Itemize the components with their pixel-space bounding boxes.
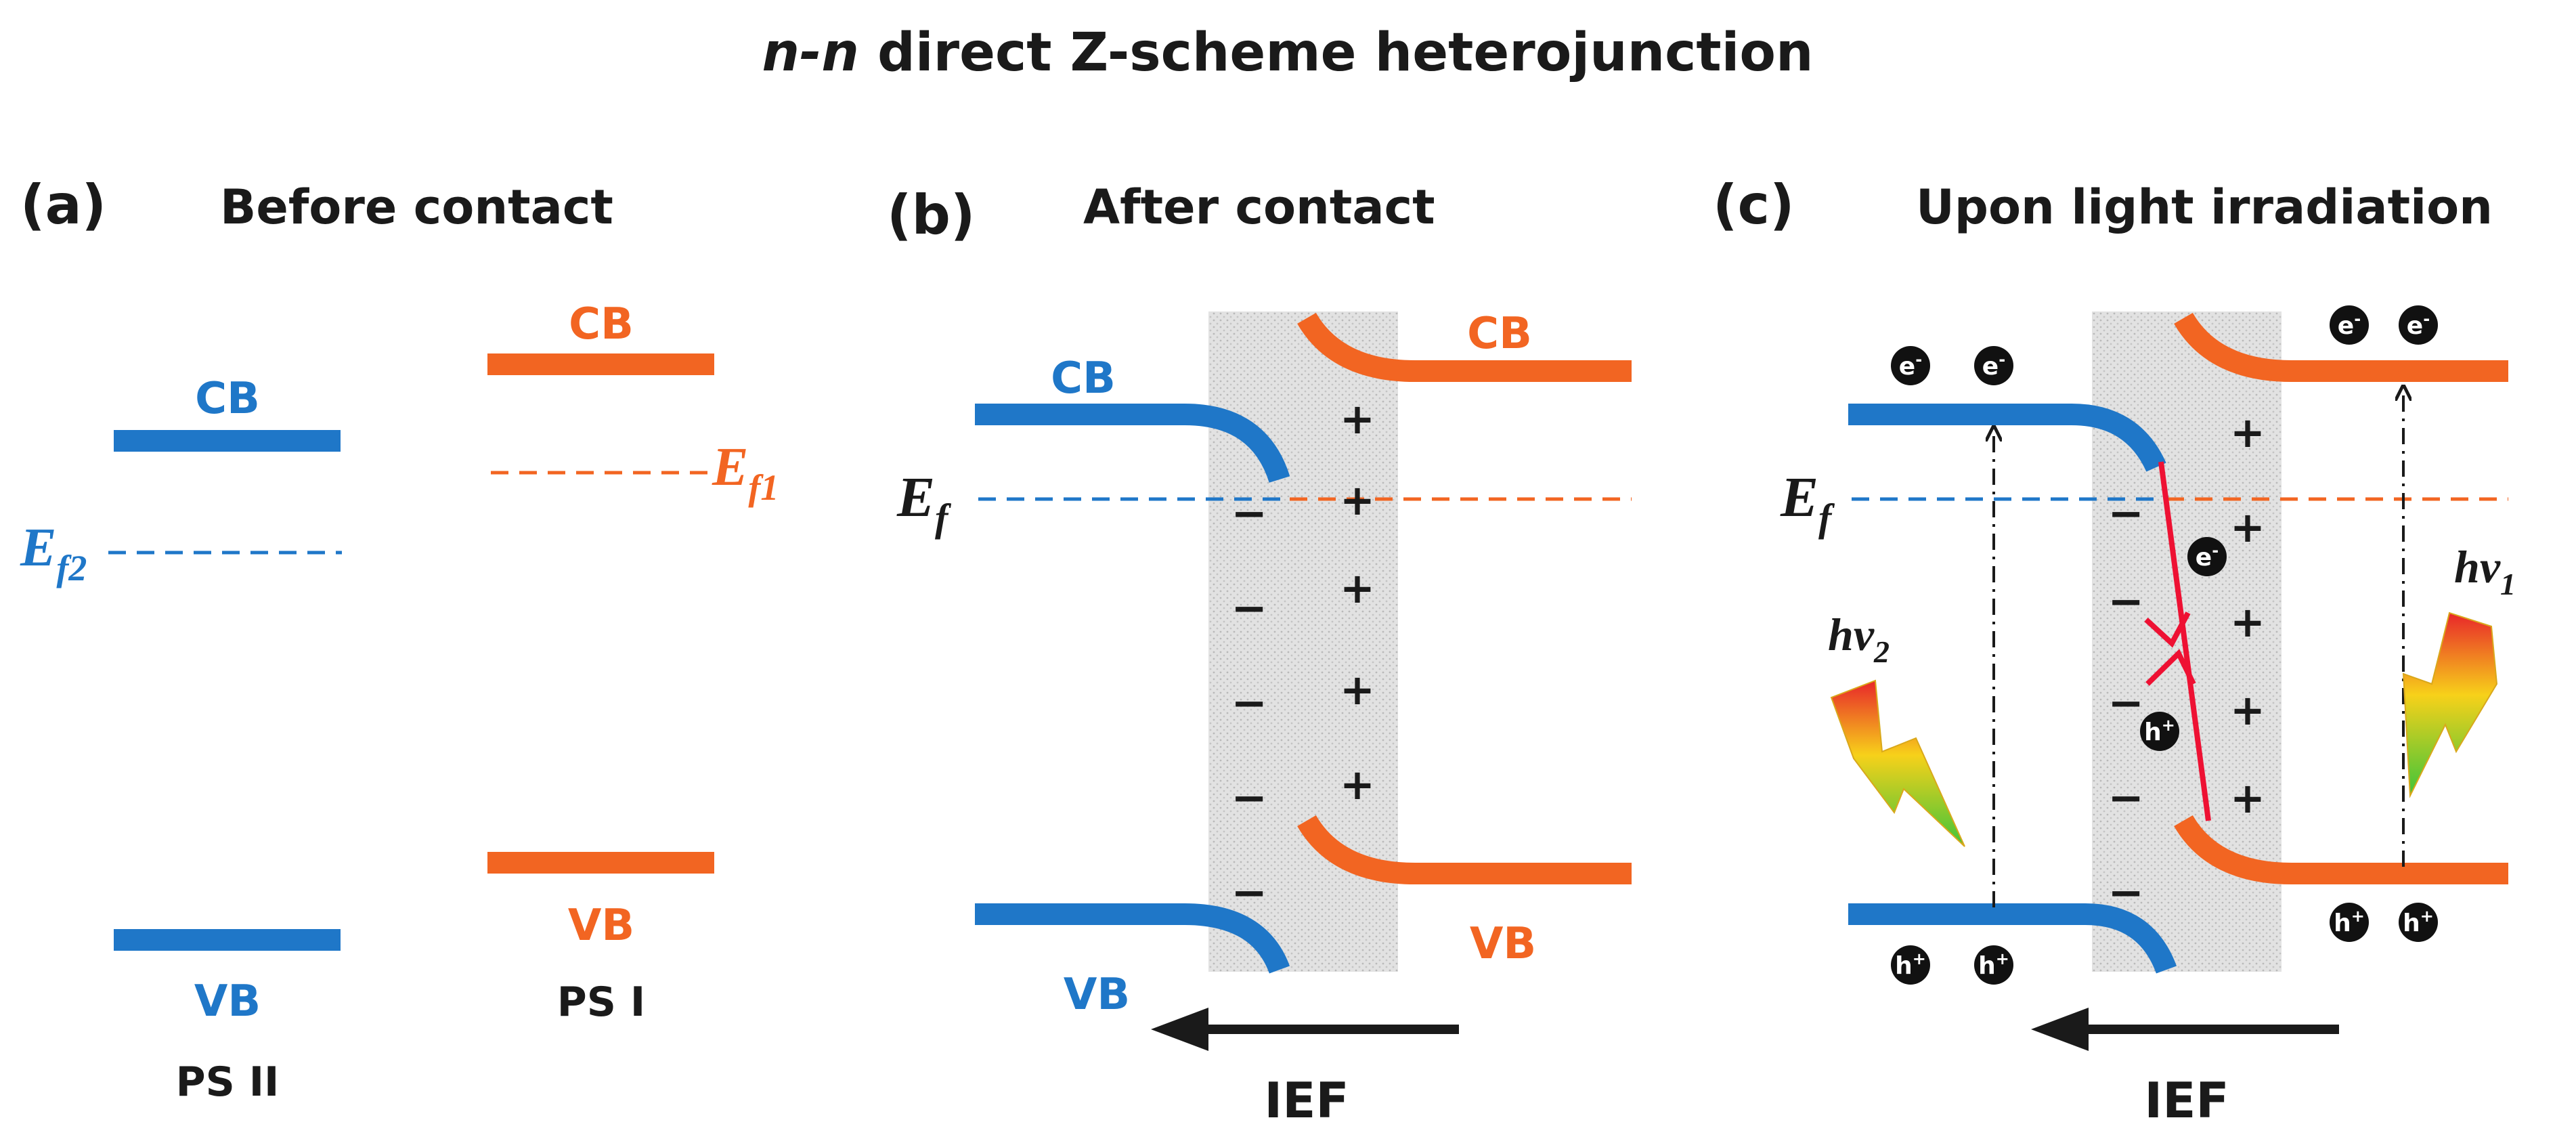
minus-charge: −	[1231, 584, 1267, 634]
plus-charge: +	[2230, 502, 2265, 552]
recombination-arrowhead	[2145, 649, 2196, 686]
svg-text:h+: h+	[1978, 949, 2009, 980]
recombination-arrowhead	[2144, 611, 2191, 648]
ps1-name-label: PS I	[557, 979, 645, 1026]
recombination-path	[2158, 461, 2211, 821]
title-italic: n-n	[762, 22, 858, 83]
svg-text:h+: h+	[2403, 907, 2434, 937]
minus-charge: −	[2108, 489, 2144, 539]
panel-b-heading: After contact	[1083, 179, 1435, 235]
ps1-cb-label: CB	[569, 299, 634, 349]
left-cb-band-b	[975, 404, 1290, 483]
svg-text:e-: e-	[2196, 541, 2219, 572]
hole: h+	[2330, 903, 2369, 942]
panel-c: (c) Upon light irradiation Ef − − − − − …	[1713, 173, 2516, 1129]
ps2-cb-label: CB	[195, 374, 260, 424]
ief-label-b: IEF	[1264, 1072, 1349, 1129]
ps2-vb-level	[114, 929, 341, 951]
left-cb-band-c	[1848, 404, 2166, 472]
ief-label-c: IEF	[2144, 1072, 2229, 1129]
figure-title: n-n direct Z-scheme heterojunction	[762, 22, 1813, 83]
svg-text:h+: h+	[2144, 716, 2175, 746]
plus-charge: +	[2230, 408, 2265, 457]
panel-a: (a) Before contact CB Ef2 VB PS II CB Ef…	[20, 173, 779, 1106]
plus-charge: +	[1340, 760, 1375, 809]
right-cb-label-b: CB	[1467, 309, 1532, 359]
svg-text:h+: h+	[2334, 907, 2365, 937]
left-cb-label-b: CB	[1051, 353, 1116, 404]
panel-c-heading: Upon light irradiation	[1916, 179, 2493, 235]
ps2-vb-label: VB	[194, 976, 261, 1027]
photon-label-hv1: hv1	[2454, 541, 2516, 601]
ps2-cb-level	[114, 430, 341, 452]
minus-charge: −	[1231, 679, 1267, 729]
ief-arrow-head-b	[1151, 1008, 1208, 1051]
svg-text:e-: e-	[1899, 350, 1922, 381]
panel-a-letter: (a)	[20, 173, 106, 236]
hole: h+	[1974, 945, 2013, 985]
lightning-bolt-icon	[1830, 679, 1965, 847]
plus-charge: +	[2230, 773, 2265, 823]
minus-charge: −	[1231, 868, 1267, 918]
hole: h+	[2140, 712, 2179, 751]
plus-charge: +	[2230, 685, 2265, 735]
hole: h+	[1891, 945, 1930, 985]
ps1-vb-level	[487, 852, 714, 874]
minus-charge: −	[1231, 489, 1267, 539]
panel-b-letter: (b)	[887, 184, 975, 246]
plus-charge: +	[1340, 563, 1375, 613]
left-vb-label-b: VB	[1064, 970, 1130, 1020]
right-cb-band-c	[2174, 312, 2508, 382]
svg-text:e-: e-	[2338, 309, 2361, 340]
right-vb-label-b: VB	[1470, 919, 1536, 969]
panel-a-heading: Before contact	[220, 179, 613, 235]
panel-c-letter: (c)	[1713, 173, 1795, 236]
plus-charge: +	[1340, 475, 1375, 525]
svg-text:h+: h+	[1895, 949, 1926, 980]
minus-charge: −	[2108, 577, 2144, 627]
electron: e-	[1974, 346, 2013, 385]
fermi-label-b: Ef	[896, 466, 952, 540]
electron: e-	[2399, 305, 2438, 345]
electron: e-	[2187, 537, 2227, 576]
electron: e-	[1891, 346, 1930, 385]
hole: h+	[2399, 903, 2438, 942]
panel-b: (b) After contact CB VB CB VB Ef − − − −…	[887, 179, 1632, 1129]
minus-charge: −	[2108, 868, 2144, 918]
minus-charge: −	[2108, 679, 2144, 729]
ief-arrow-head-c	[2031, 1008, 2089, 1051]
fermi-label-c: Ef	[1780, 466, 1835, 540]
plus-charge: +	[1340, 394, 1375, 444]
minus-charge: −	[2108, 773, 2144, 823]
title-rest: direct Z-scheme heterojunction	[859, 22, 1814, 83]
right-vb-band-b	[1297, 815, 1632, 884]
ps1-vb-label: VB	[568, 901, 634, 951]
left-vb-band-b	[975, 903, 1290, 974]
electron: e-	[2330, 305, 2369, 345]
photon-label-hv2: hv2	[1828, 609, 1890, 669]
minus-charge: −	[1231, 773, 1267, 823]
ps2-fermi-label: Ef2	[20, 518, 87, 588]
plus-charge: +	[1340, 665, 1375, 714]
ps2-name-label: PS II	[176, 1058, 280, 1106]
lightning-bolt-icon	[2402, 611, 2498, 798]
left-vb-band-c	[1848, 903, 2177, 974]
ps1-cb-level	[487, 353, 714, 375]
ps1-fermi-label: Ef1	[712, 437, 779, 508]
svg-text:e-: e-	[1982, 350, 2005, 381]
right-vb-band-c	[2174, 815, 2508, 884]
svg-text:e-: e-	[2407, 309, 2430, 340]
right-cb-band-b	[1297, 312, 1632, 382]
plus-charge: +	[2230, 597, 2265, 647]
